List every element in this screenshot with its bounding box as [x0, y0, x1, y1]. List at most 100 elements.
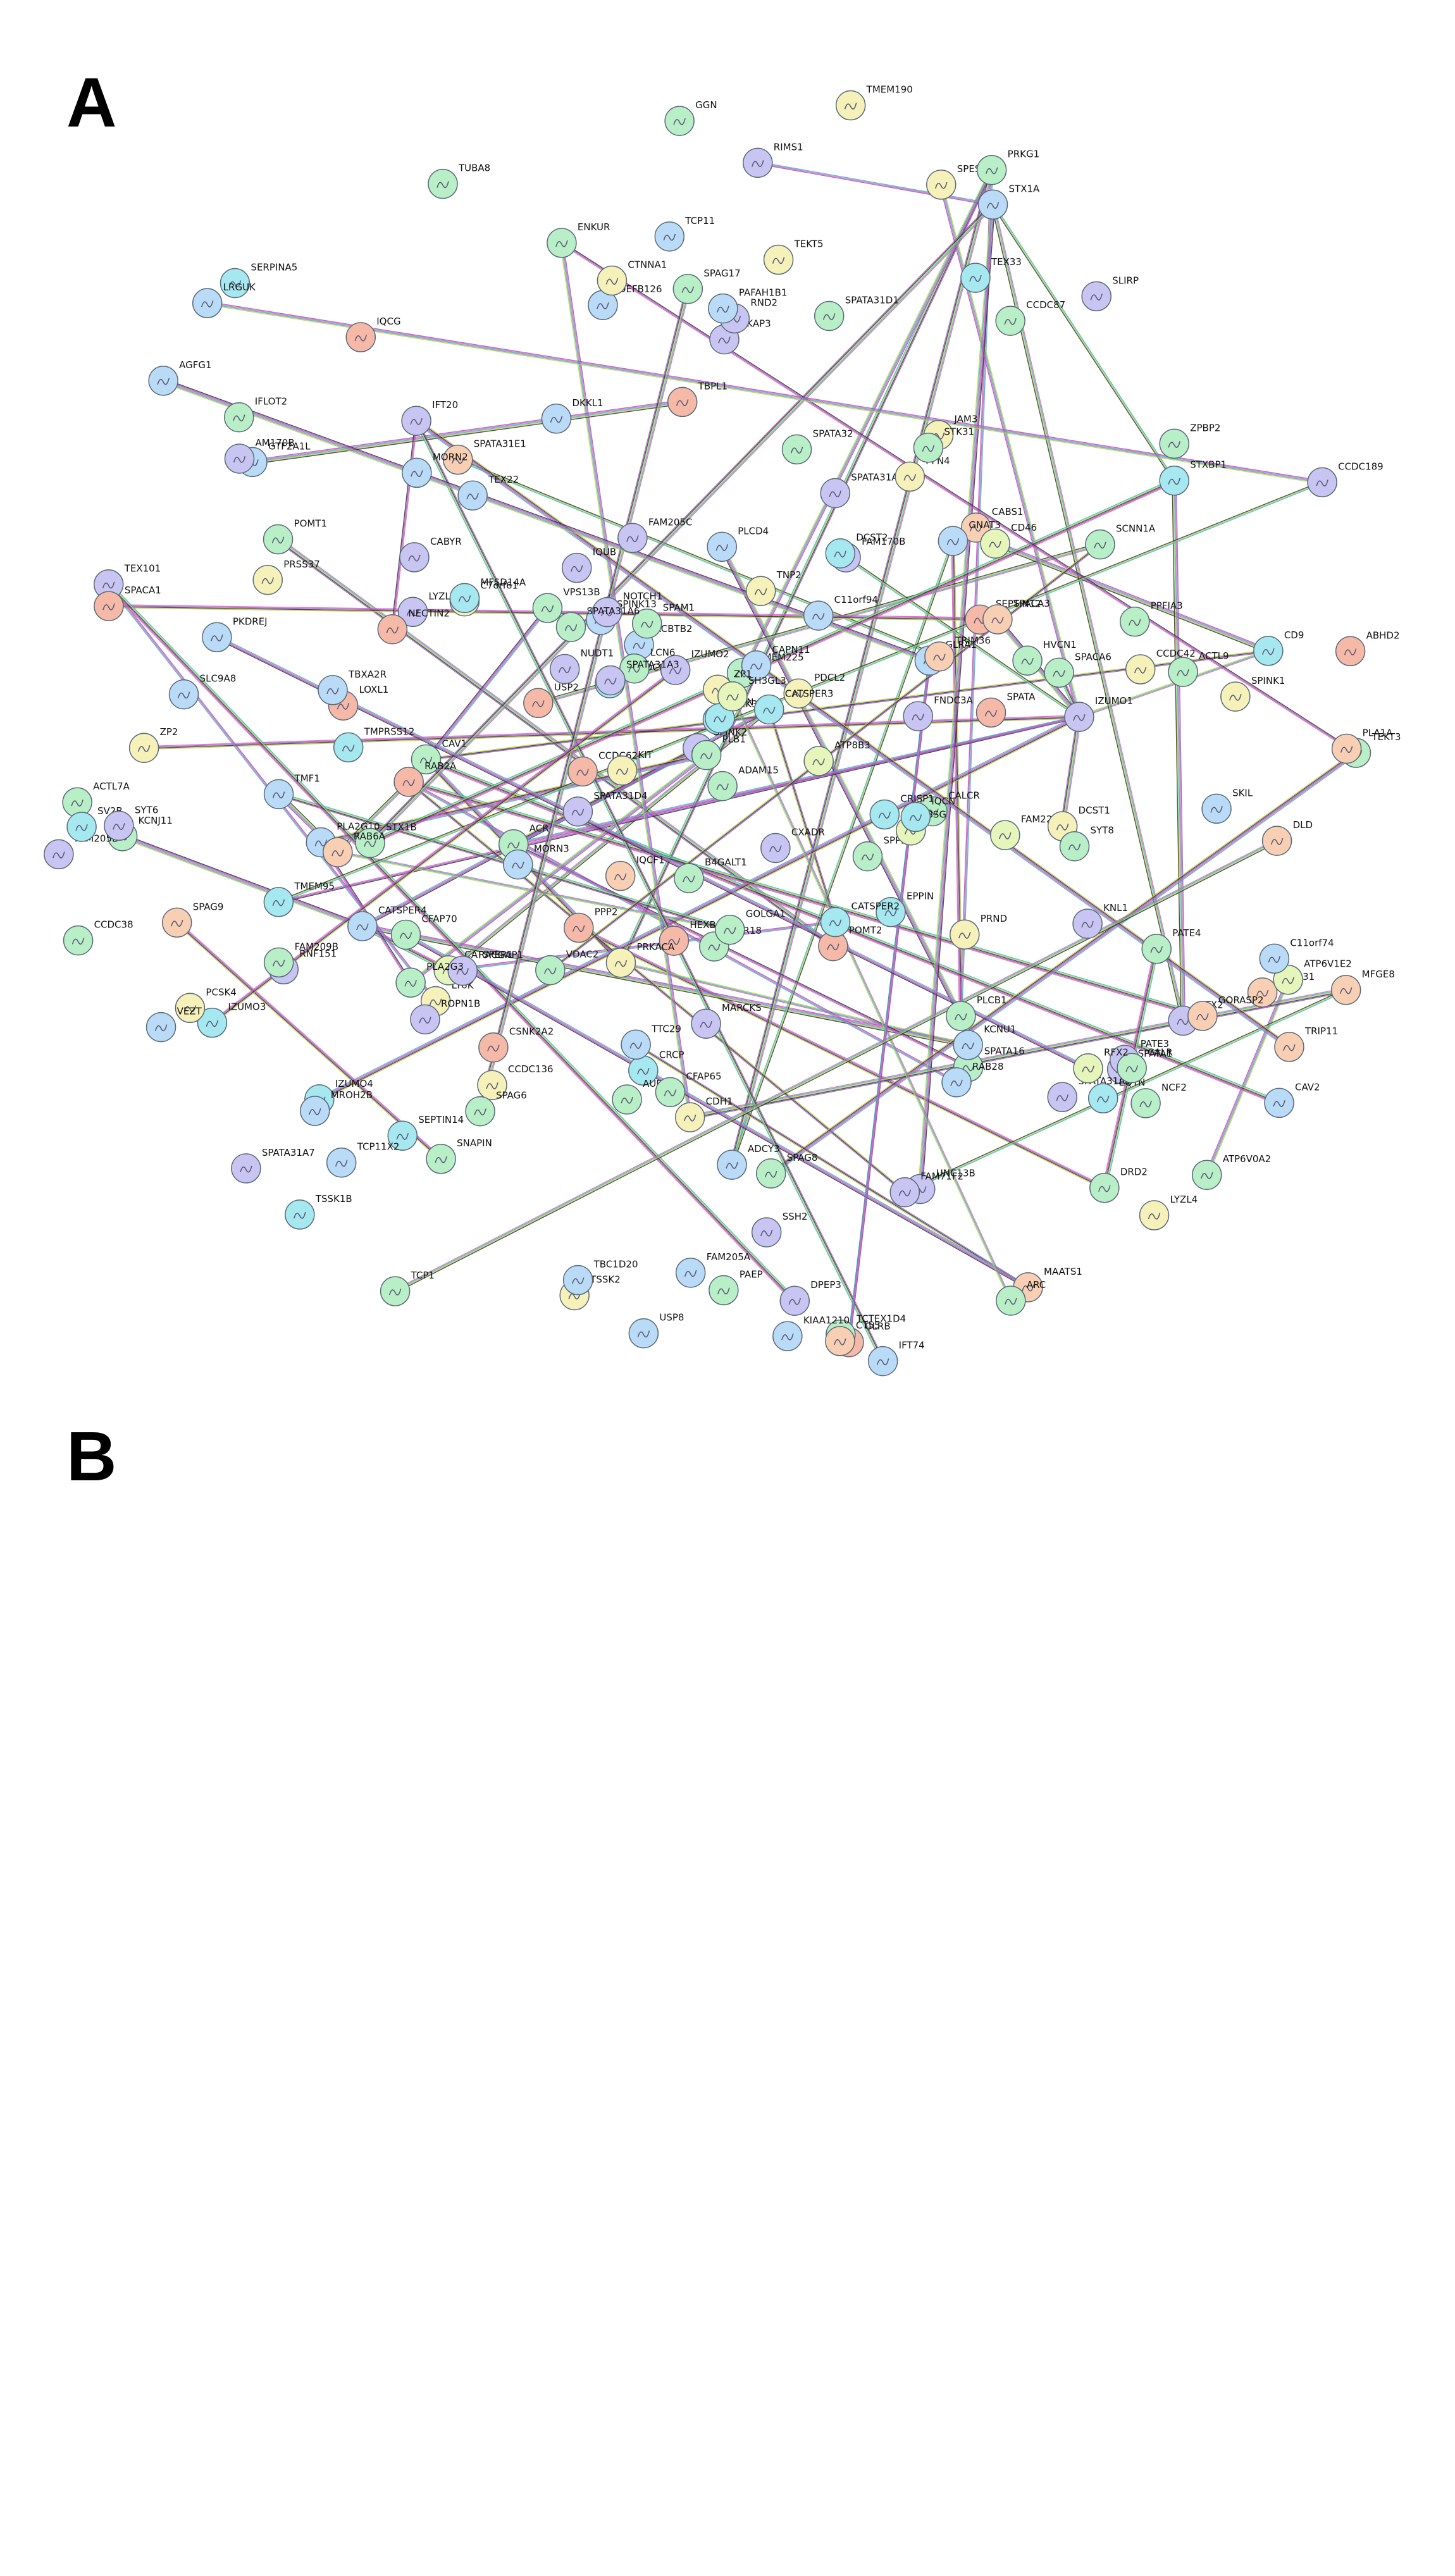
- protein-node[interactable]: GORASP2: [1187, 994, 1264, 1031]
- protein-node-circle[interactable]: [628, 1318, 659, 1349]
- protein-node[interactable]: DRD2: [1089, 1167, 1148, 1203]
- protein-node-circle[interactable]: [1087, 1083, 1118, 1113]
- protein-node-circle[interactable]: [751, 1217, 782, 1248]
- protein-node[interactable]: IZUMO2: [660, 648, 729, 685]
- protein-node-circle[interactable]: [1264, 1087, 1294, 1118]
- protein-node[interactable]: HEXB: [659, 919, 716, 956]
- protein-node-circle[interactable]: [950, 919, 980, 950]
- protein-node[interactable]: NCF2: [1130, 1082, 1187, 1118]
- protein-node[interactable]: POMT2: [818, 925, 882, 962]
- protein-node[interactable]: STX1A: [977, 183, 1041, 220]
- protein-node[interactable]: DLD: [1261, 819, 1313, 856]
- protein-node[interactable]: TBPL1: [667, 380, 728, 418]
- protein-node-circle[interactable]: [224, 443, 255, 474]
- protein-node-circle[interactable]: [664, 106, 695, 136]
- protein-node-circle[interactable]: [1085, 529, 1115, 560]
- protein-node[interactable]: PPFIA3: [1120, 600, 1183, 637]
- protein-node[interactable]: LCN6: [619, 647, 676, 684]
- protein-node[interactable]: CFAP70: [390, 913, 457, 950]
- protein-node[interactable]: MARCKS: [691, 1002, 762, 1039]
- protein-node-circle[interactable]: [779, 1285, 810, 1316]
- protein-node[interactable]: SLIRP: [1081, 275, 1139, 312]
- protein-node[interactable]: SPACA1: [94, 585, 161, 621]
- protein-node[interactable]: NUDT1: [549, 648, 614, 684]
- protein-node[interactable]: NECTIN2: [377, 608, 450, 645]
- protein-node[interactable]: MORN2: [402, 451, 468, 488]
- protein-node[interactable]: IZUMO1: [1064, 695, 1133, 732]
- protein-node-circle[interactable]: [202, 622, 232, 653]
- protein-node[interactable]: PKDREJ: [202, 616, 268, 653]
- protein-node[interactable]: SPATA31A7: [231, 1147, 315, 1184]
- protein-node-circle[interactable]: [426, 1144, 456, 1174]
- protein-node-circle[interactable]: [1273, 964, 1303, 995]
- protein-node-circle[interactable]: [1274, 1032, 1304, 1062]
- protein-node[interactable]: FNDC3A: [903, 695, 974, 731]
- protein-node-circle[interactable]: [449, 583, 480, 614]
- protein-node[interactable]: TMF1: [263, 772, 320, 810]
- protein-node-circle[interactable]: [976, 154, 1007, 185]
- protein-node[interactable]: SPAG9: [161, 901, 224, 938]
- protein-node-circle[interactable]: [1139, 1200, 1170, 1230]
- protein-node-circle[interactable]: [148, 366, 178, 396]
- protein-node[interactable]: CAV1: [411, 738, 467, 775]
- protein-node-circle[interactable]: [709, 1275, 739, 1306]
- protein-node[interactable]: CATSPER2: [820, 901, 900, 938]
- protein-node[interactable]: CALR: [1117, 1046, 1173, 1084]
- protein-node[interactable]: SNAPIN: [426, 1137, 492, 1174]
- protein-node[interactable]: VDAC2: [535, 949, 599, 986]
- protein-node[interactable]: SPATA31D4: [562, 790, 648, 827]
- protein-node-circle[interactable]: [192, 288, 223, 318]
- protein-node[interactable]: SPAG8: [755, 1152, 818, 1189]
- protein-node-circle[interactable]: [146, 1012, 176, 1043]
- protein-node-circle[interactable]: [1012, 645, 1043, 676]
- protein-node[interactable]: RAB6A: [323, 831, 386, 867]
- protein-node-circle[interactable]: [541, 404, 572, 434]
- protein-node[interactable]: SPATA31D1: [814, 294, 899, 331]
- protein-node-circle[interactable]: [783, 678, 814, 709]
- protein-node-circle[interactable]: [605, 860, 636, 891]
- protein-node-circle[interactable]: [523, 688, 554, 719]
- protein-node-circle[interactable]: [1330, 975, 1361, 1005]
- protein-node-circle[interactable]: [465, 1096, 495, 1127]
- protein-node-circle[interactable]: [852, 841, 883, 872]
- protein-node-circle[interactable]: [1187, 1001, 1218, 1031]
- protein-node[interactable]: MFGE8: [1330, 969, 1395, 1005]
- protein-node[interactable]: PDCL2: [783, 672, 845, 709]
- protein-node[interactable]: PRND: [950, 913, 1007, 950]
- protein-node[interactable]: TEKT5: [763, 238, 824, 275]
- protein-node-circle[interactable]: [619, 653, 650, 684]
- protein-node[interactable]: PPP2: [564, 907, 618, 943]
- protein-node-circle[interactable]: [549, 653, 580, 684]
- protein-node-circle[interactable]: [1117, 1053, 1147, 1084]
- protein-node-circle[interactable]: [743, 147, 773, 178]
- protein-node-circle[interactable]: [990, 820, 1020, 850]
- protein-node[interactable]: CSNK2A2: [478, 1026, 554, 1063]
- protein-node-circle[interactable]: [503, 849, 533, 880]
- protein-node-circle[interactable]: [691, 740, 722, 771]
- protein-node-circle[interactable]: [1141, 934, 1172, 964]
- protein-node[interactable]: SPACA3: [982, 598, 1050, 635]
- protein-node[interactable]: LYZL6: [397, 590, 457, 628]
- protein-node-circle[interactable]: [1331, 733, 1362, 764]
- protein-node[interactable]: POMT1: [263, 518, 328, 555]
- protein-node[interactable]: ZPBP2: [1159, 422, 1220, 459]
- protein-node[interactable]: SCNN1A: [1085, 523, 1156, 560]
- protein-node-circle[interactable]: [401, 406, 431, 436]
- protein-node-circle[interactable]: [66, 812, 97, 842]
- protein-node[interactable]: NOTCH1: [592, 591, 663, 628]
- protein-node[interactable]: PLB1: [691, 734, 746, 771]
- protein-node-circle[interactable]: [175, 993, 206, 1024]
- protein-node-circle[interactable]: [161, 907, 192, 938]
- protein-node[interactable]: DPEP3: [779, 1279, 841, 1316]
- protein-node-circle[interactable]: [995, 306, 1025, 336]
- protein-node-circle[interactable]: [397, 597, 428, 628]
- protein-node[interactable]: GGN: [664, 99, 717, 136]
- protein-node[interactable]: ATP6V1E2: [1273, 958, 1352, 995]
- protein-node[interactable]: CCDC87: [995, 299, 1065, 336]
- protein-node-circle[interactable]: [395, 967, 426, 998]
- protein-node[interactable]: TTC29: [621, 1023, 681, 1060]
- protein-node[interactable]: ABHD2: [1335, 629, 1400, 667]
- protein-node[interactable]: GNAT3: [938, 519, 1001, 556]
- protein-node[interactable]: KIAA1210: [772, 1315, 850, 1351]
- protein-node-circle[interactable]: [691, 1008, 721, 1039]
